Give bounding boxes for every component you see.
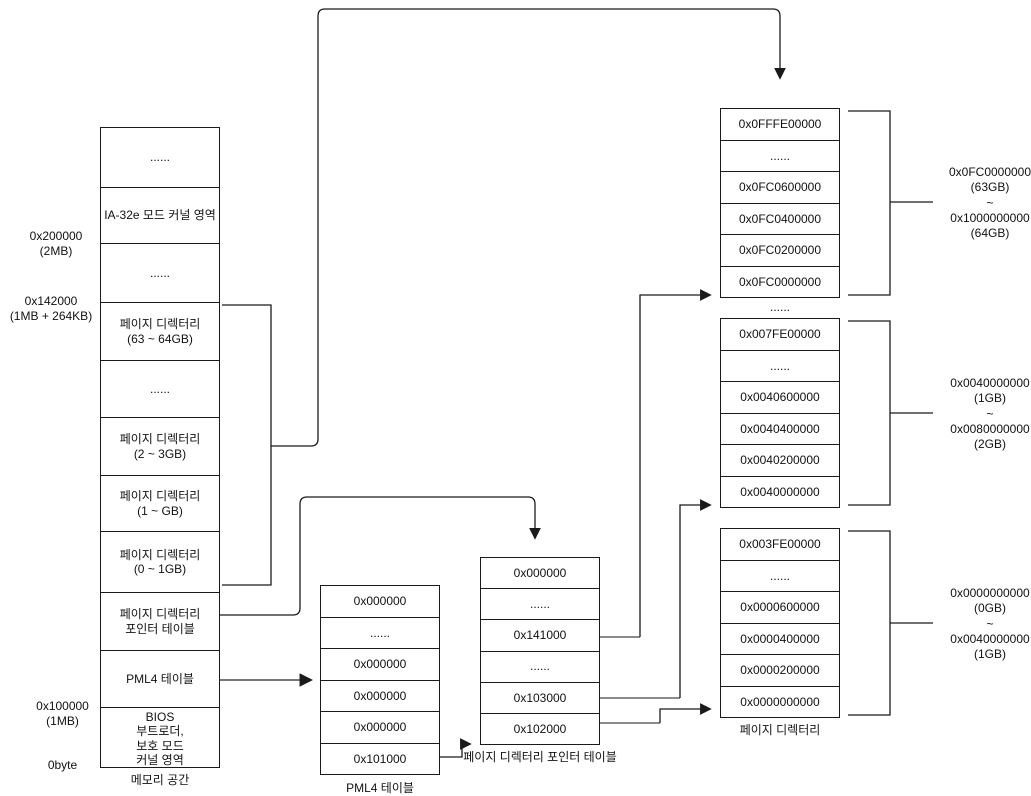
pdpt-entry-0x102000: 0x102000 xyxy=(513,721,567,736)
memory-row-pd-2-3gb: 페이지 디렉터리 (2 ~ 3GB) xyxy=(101,418,219,476)
pdpt-entry-0x103000: 0x103000 xyxy=(481,683,599,714)
pml4-entry: 0x000000 xyxy=(321,586,439,618)
pml4-entry-0x101000: 0x101000 xyxy=(353,751,407,766)
pdpt-table: 0x000000 ...... 0x141000 ...... 0x103000… xyxy=(480,557,600,745)
memory-page-directory-bracket xyxy=(222,304,272,586)
pml4-entry: 0x000000 xyxy=(321,681,439,712)
memory-row: ...... xyxy=(101,244,219,303)
page-directory-table-0-1gb: 0x003FE00000 ...... 0x0000600000 0x00004… xyxy=(720,528,840,718)
memory-row-pd-1-2gb: 페이지 디렉터리 (1 ~ GB) xyxy=(101,476,219,532)
table-gap-ellipsis: ...... xyxy=(769,300,791,314)
address-label-0byte: 0byte xyxy=(47,758,78,772)
memory-row-pml4: PML4 테이블 xyxy=(101,651,219,708)
arrow-page-directories-to-top-table xyxy=(271,8,786,447)
pd-entry: 0x0FFFE00000 xyxy=(721,109,839,141)
address-label-1mb-264kb: 0x142000 (1MB + 264KB) xyxy=(9,294,93,324)
pd-entry: 0x0FC0400000 xyxy=(721,204,839,235)
pml4-entry: 0x000000 xyxy=(321,712,439,744)
address-label-2mb: 0x200000 (2MB) xyxy=(29,229,83,259)
pd-entry: 0x007FE00000 xyxy=(721,319,839,351)
arrow-pdpt-to-middle-table xyxy=(679,499,712,698)
memory-row-ia32e-kernel: IA-32e 모드 커널 영역 xyxy=(101,188,219,244)
pd-entry: 0x0FC0000000 xyxy=(738,274,822,289)
memory-space-table: ...... IA-32e 모드 커널 영역 ...... 페이지 디렉터리 (… xyxy=(100,127,220,768)
pdpt-caption: 페이지 디렉터리 포인터 테이블 xyxy=(463,750,617,764)
memory-row: ...... xyxy=(101,361,219,418)
pml4-entry: 0x000000 xyxy=(321,649,439,681)
range-label-63-64gb: 0x0FC0000000 (63GB) ~ 0x1000000000 (64GB… xyxy=(948,165,1031,241)
pd-entry: 0x0040000000 xyxy=(740,484,820,499)
pd-entry: 0x0000600000 xyxy=(721,592,839,624)
page-directory-table-63-64gb: 0x0FFFE00000 ...... 0x0FC0600000 0x0FC04… xyxy=(720,108,840,298)
pd-entry: 0x0040600000 xyxy=(721,382,839,414)
pml4-caption: PML4 테이블 xyxy=(346,781,414,795)
pdpt-entry: ...... xyxy=(481,652,599,683)
pd-entry: 0x0040400000 xyxy=(721,414,839,445)
address-label-1mb: 0x100000 (1MB) xyxy=(36,699,89,729)
pd-entry: 0x0000000000 xyxy=(740,694,820,709)
pd-entry: 0x0040200000 xyxy=(721,445,839,477)
range-bracket-bottom xyxy=(848,530,933,716)
pd-entry: ...... xyxy=(721,351,839,382)
memory-row: ...... xyxy=(101,128,219,188)
range-label-1-2gb: 0x0040000000 (1GB) ~ 0x0080000000 (2GB) xyxy=(950,376,1030,452)
range-label-0-1gb: 0x0000000000 (0GB) ~ 0x0040000000 (1GB) xyxy=(950,586,1030,662)
pd-entry: 0x0000200000 xyxy=(721,655,839,687)
pml4-entry: ...... xyxy=(321,618,439,649)
memory-row-pd-63-64gb: 페이지 디렉터리 (63 ~ 64GB) xyxy=(101,303,219,361)
range-bracket-middle xyxy=(848,320,933,506)
pd-entry: 0x0FC0200000 xyxy=(721,235,839,267)
pd-entry: ...... xyxy=(721,141,839,172)
page-directory-table-1-2gb: 0x007FE00000 ...... 0x0040600000 0x00404… xyxy=(720,318,840,508)
pdpt-entry: 0x000000 xyxy=(481,558,599,590)
memory-row-bios: BIOS 부트로더, 보호 모드 커널 영역 xyxy=(136,709,184,767)
pdpt-entry-0x141000: 0x141000 xyxy=(481,620,599,652)
memory-row-pdpt: 페이지 디렉터리 포인터 테이블 xyxy=(101,593,219,651)
pml4-table: 0x000000 ...... 0x000000 0x000000 0x0000… xyxy=(320,585,440,775)
range-bracket-top xyxy=(848,110,933,296)
pd-entry: 0x0000400000 xyxy=(721,624,839,655)
memory-space-caption: 메모리 공간 xyxy=(130,773,190,787)
pd-entry: 0x0FC0600000 xyxy=(721,172,839,204)
pd-entry: ...... xyxy=(721,561,839,592)
pdpt-entry: ...... xyxy=(481,589,599,621)
memory-row-pd-0-1gb: 페이지 디렉터리 (0 ~ 1GB) xyxy=(101,532,219,593)
arrow-pdpt-to-bottom-table xyxy=(659,703,712,723)
arrow-pdpt-to-top-table xyxy=(639,289,712,637)
page-directory-caption: 페이지 디렉터리 xyxy=(739,723,821,737)
pd-entry: 0x003FE00000 xyxy=(721,529,839,561)
